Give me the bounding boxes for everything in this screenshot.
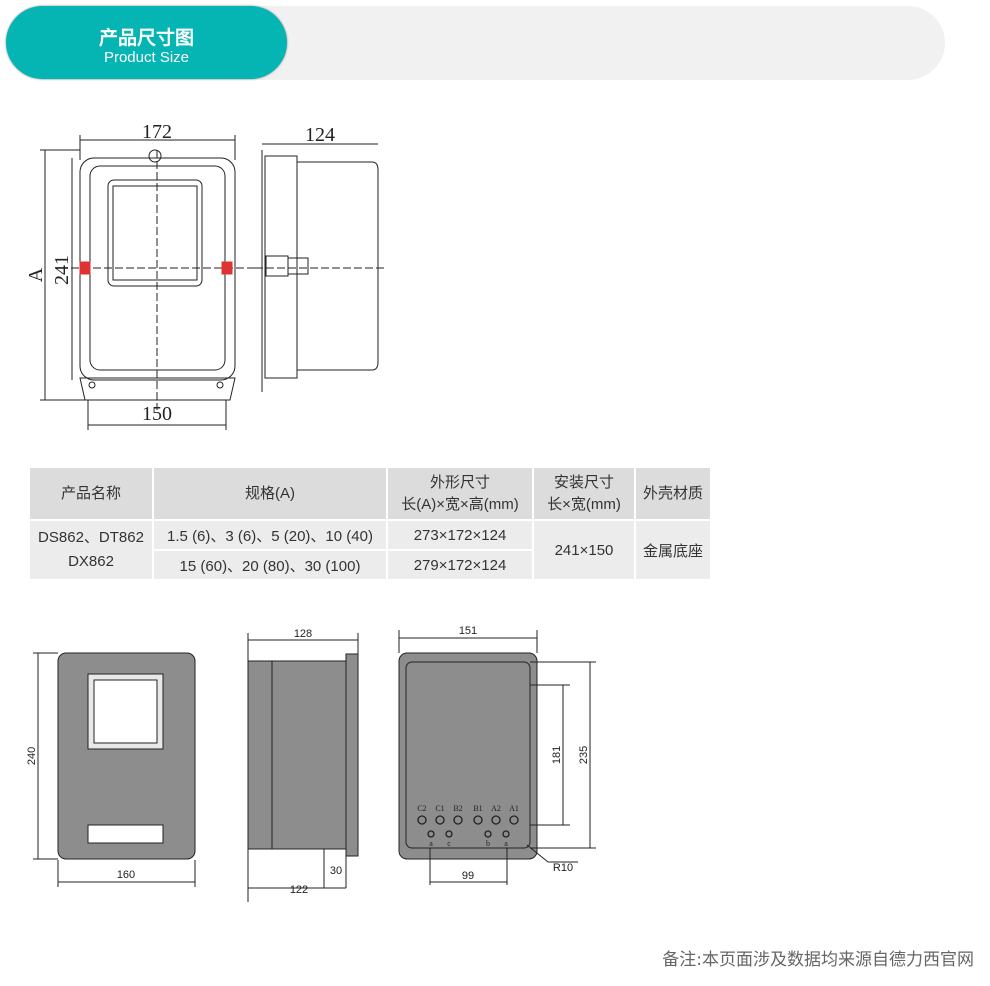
cell-size: 279×172×124 [386,549,534,581]
spec-table: 产品名称 规格(A) 外形尺寸长(A)×宽×高(mm) 安装尺寸长×宽(mm) … [28,466,712,581]
table-row: DS862、DT862 DX862 1.5 (6)、3 (6)、5 (20)、1… [28,519,712,581]
terminal-label: c [447,839,451,848]
front-view-bottom: 240 160 [26,652,196,887]
back-view-bottom: C2 C1 B2 B1 A2 A1 a c b a 151 181 235 99… [398,625,596,885]
dim-235: 235 [578,746,590,764]
header-material: 外壳材质 [634,466,712,521]
terminal-label: A2 [491,804,501,813]
dim-A: A [25,267,47,282]
cell-spec: 1.5 (6)、3 (6)、5 (20)、10 (40) [152,519,388,551]
header-mount: 安装尺寸长×宽(mm) [532,466,636,521]
cell-product: DS862、DT862 DX862 [28,519,154,581]
dim-160: 160 [117,869,135,881]
header-mount-l1: 安装尺寸 [553,473,614,491]
header-mount-l2: 长×宽(mm) [547,495,621,513]
title-cn: 产品尺寸图 [98,27,194,49]
terminal-label: C1 [435,804,444,813]
dim-r10: R10 [553,862,573,874]
dim-172: 172 [142,121,172,143]
header-size: 外形尺寸长(A)×宽×高(mm) [386,466,534,521]
dim-151: 151 [459,625,477,637]
cell-size: 273×172×124 [386,519,534,551]
terminal-label: b [486,839,490,848]
header-size-l1: 外形尺寸 [429,473,490,491]
terminal-label: A1 [509,804,519,813]
dim-241: 241 [51,255,73,285]
dim-122: 122 [290,884,308,896]
header-spec: 规格(A) [152,466,388,521]
front-view-top: 172 241 A 150 [25,121,255,430]
dim-99: 99 [462,870,474,882]
terminal-label: B1 [473,804,482,813]
title-en: Product Size [103,49,190,66]
dim-240: 240 [26,747,38,765]
footnote: 备注:本页面涉及数据均来源自德力西官网 [662,950,974,970]
side-view-top: 124 [255,124,385,392]
cell-spec: 15 (60)、20 (80)、30 (100) [152,549,388,581]
dim-128: 128 [294,628,312,640]
dim-30: 30 [330,865,342,877]
section-title-badge: 产品尺寸图 Product Size [6,6,287,79]
terminal-label: C2 [417,804,426,813]
dim-181: 181 [551,746,563,764]
cell-material: 金属底座 [634,519,712,581]
dim-124: 124 [305,124,335,146]
terminal-label: a [504,839,508,848]
terminal-label: a [429,839,433,848]
header-size-l2: 长(A)×宽×高(mm) [401,495,519,513]
dim-150: 150 [142,403,172,425]
table-row: 15 (60)、20 (80)、30 (100) 279×172×124 [29,549,711,581]
cell-mount: 241×150 [532,519,636,581]
side-view-bottom: 128 122 30 [247,628,359,902]
header-product: 产品名称 [28,466,154,521]
terminal-label: B2 [453,804,462,813]
